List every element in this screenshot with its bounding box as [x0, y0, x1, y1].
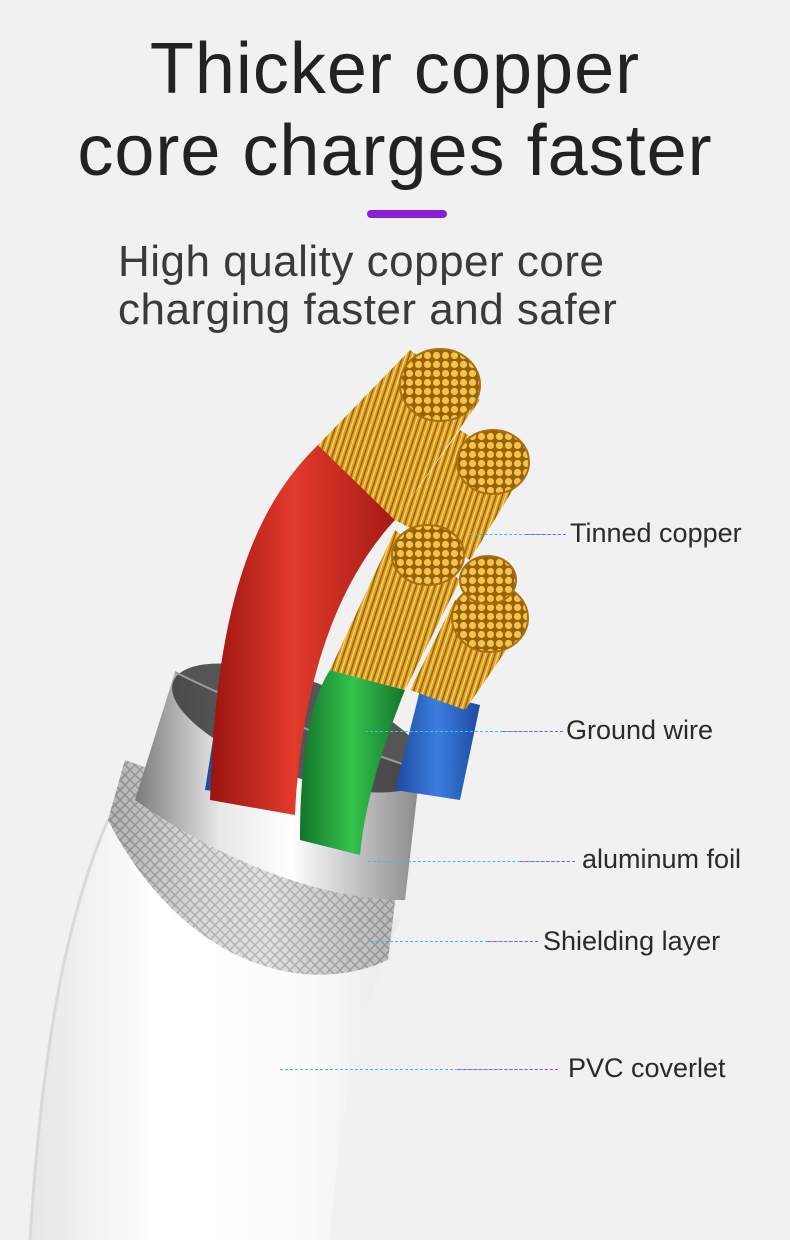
label-tinned-copper: Tinned copper: [570, 518, 742, 548]
label-shielding-layer: Shielding layer: [543, 926, 721, 956]
headline-line-1: Thicker copper: [149, 29, 641, 109]
copper-bundle-front: [410, 555, 529, 710]
headline-line-2: core charges faster: [77, 111, 713, 191]
green-wire: [300, 524, 465, 855]
label-aluminum-foil: aluminum foil: [582, 844, 742, 874]
red-wire: [210, 348, 481, 815]
leader-line-ground-wire: [365, 731, 563, 732]
label-pvc-coverlet: PVC coverlet: [568, 1053, 726, 1083]
subheadline-line-1: High quality copper core: [118, 237, 605, 286]
leader-line-pvc-coverlet: [280, 1069, 558, 1070]
leader-line-aluminum-foil: [368, 861, 575, 862]
label-ground-wire: Ground wire: [566, 715, 714, 745]
accent-divider: [367, 210, 447, 218]
leader-line-tinned-copper: [470, 534, 566, 535]
subheadline: High quality copper core charging faster…: [118, 238, 758, 334]
headline: Thicker copper core charges faster: [0, 28, 790, 192]
subheadline-line-2: charging faster and safer: [118, 285, 618, 334]
leader-line-shielding-layer: [370, 941, 538, 942]
